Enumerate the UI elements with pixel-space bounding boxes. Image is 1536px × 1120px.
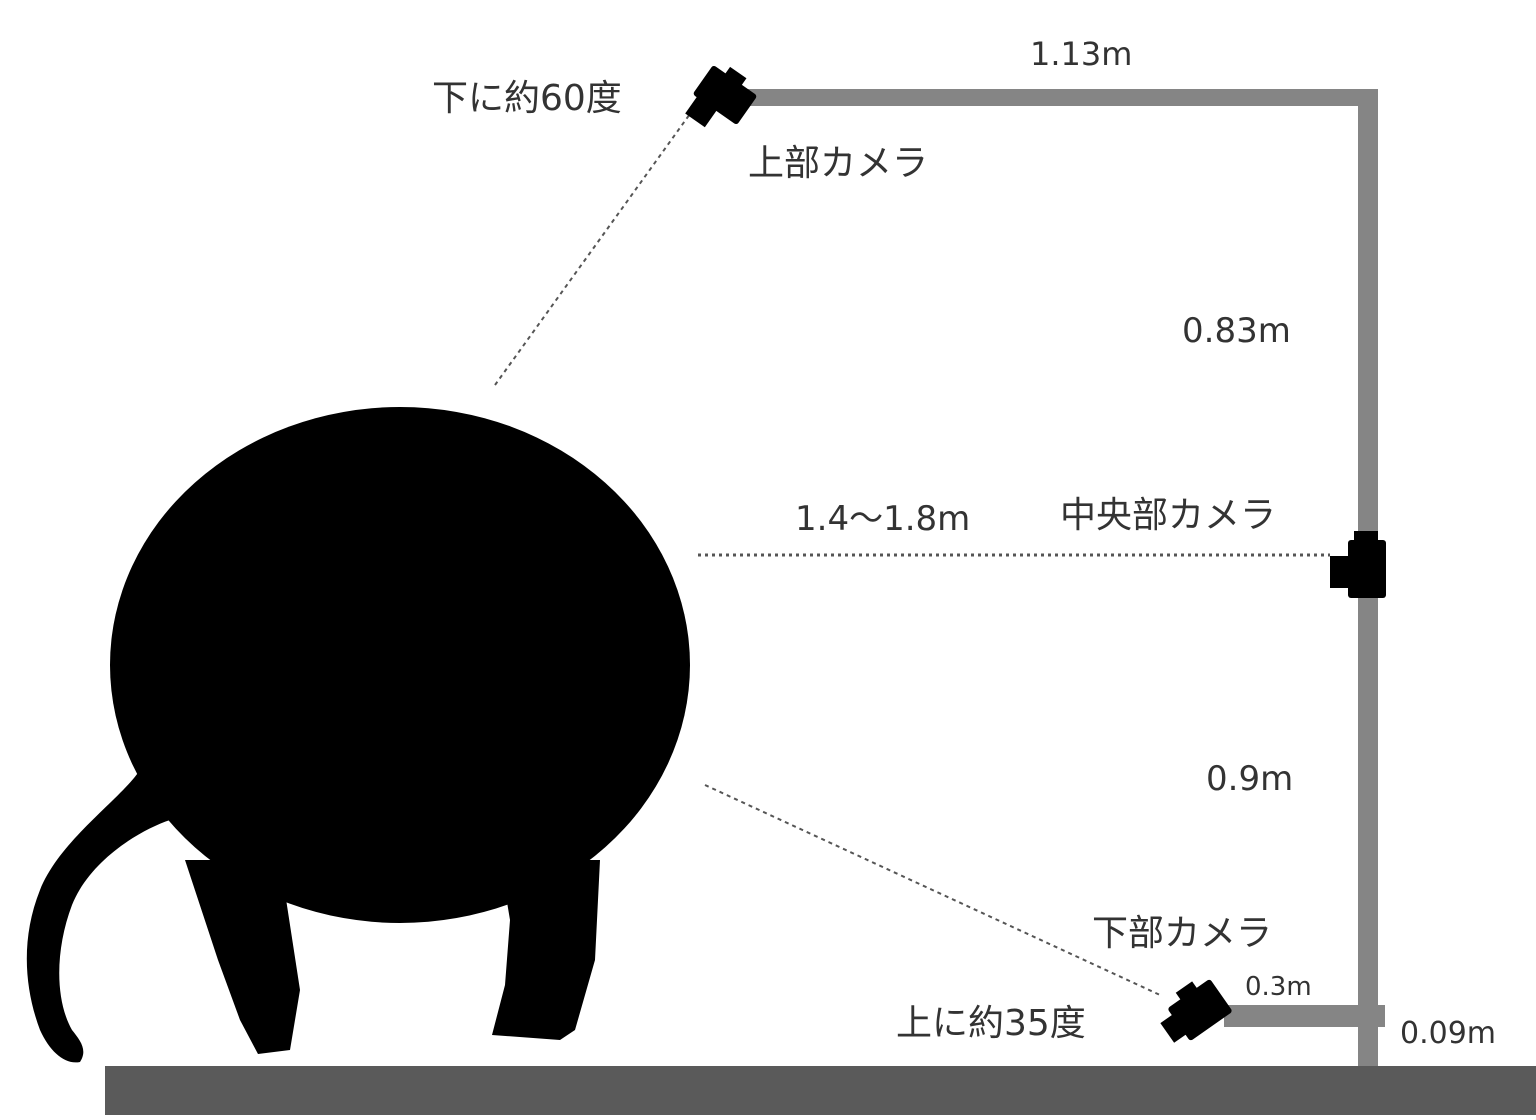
bottom-offset-label: 0.09m — [1400, 1016, 1496, 1051]
bottom-camera-label: 下部カメラ — [1092, 913, 1272, 954]
top-camera-sightline — [494, 99, 701, 386]
top-angle-label: 下に約60度 — [432, 78, 622, 119]
bottom-angle-label: 上に約35度 — [896, 1003, 1086, 1044]
distance-label: 1.4〜1.8m — [795, 499, 970, 539]
top-arm-length-label: 1.13m — [1030, 35, 1132, 73]
middle-camera-label: 中央部カメラ — [1060, 495, 1276, 536]
elephant-silhouette — [26, 407, 690, 1063]
top-camera-label: 上部カメラ — [748, 143, 928, 184]
floor — [105, 1066, 1536, 1115]
bottom-arm-length-label: 0.3m — [1245, 972, 1312, 1002]
top-arm — [748, 89, 1378, 106]
camera-icon — [1330, 531, 1386, 598]
bottom-camera-sightline — [704, 784, 1161, 996]
camera-icon — [1160, 979, 1232, 1043]
upper-height-label: 0.83m — [1182, 311, 1291, 351]
bottom-arm — [1224, 1005, 1385, 1027]
lower-height-label: 0.9m — [1206, 759, 1293, 799]
camera-icon — [685, 65, 757, 128]
